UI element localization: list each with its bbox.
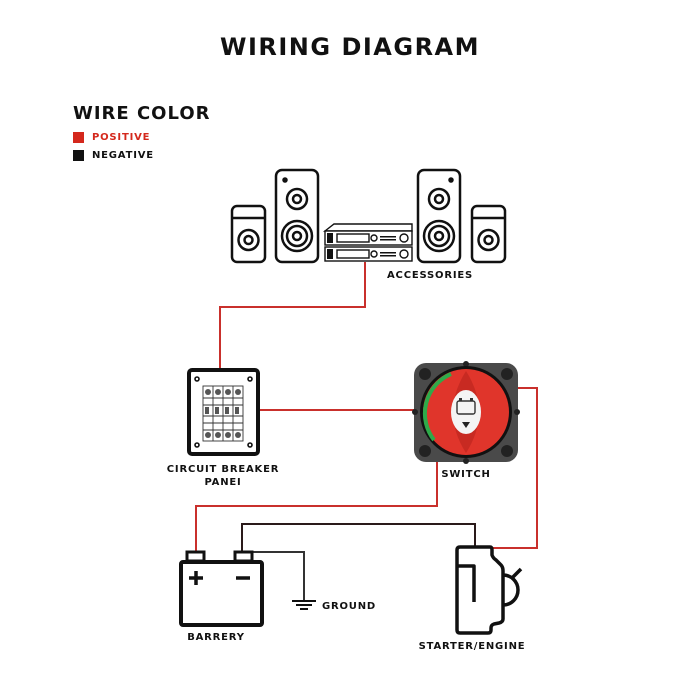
legend-label-positive: POSITIVE xyxy=(92,132,151,143)
amplifier-icon xyxy=(322,223,413,262)
circuit-breaker-panel-icon xyxy=(187,368,260,456)
battery-label: BARRERY xyxy=(187,632,245,643)
wire-accessories-to-panel xyxy=(219,262,366,369)
legend-item-positive: POSITIVE xyxy=(73,132,150,143)
positive-swatch xyxy=(73,132,84,143)
battery-terminal-symbols xyxy=(189,571,250,585)
wire-switch-to-starter xyxy=(493,387,538,549)
speaker-tall-left-icon xyxy=(274,168,320,264)
wire-battery-negative-to-engine xyxy=(241,523,476,552)
legend-label-negative: NEGATIVE xyxy=(92,150,154,161)
wire-battery-negative-to-ground xyxy=(252,551,305,600)
wire-switch-to-battery-positive xyxy=(195,461,438,552)
speaker-small-right-icon xyxy=(470,204,507,264)
legend-item-negative: NEGATIVE xyxy=(73,150,154,161)
battery-icon xyxy=(179,550,264,627)
battery-switch-icon xyxy=(412,361,520,464)
starter-engine-label: STARTER/ENGINE xyxy=(418,641,526,652)
ground-label: GROUND xyxy=(322,601,376,612)
switch-label: SWITCH xyxy=(441,469,491,480)
negative-swatch xyxy=(73,150,84,161)
breaker-panel-label-line2: PANEI xyxy=(204,477,242,488)
accessories-label: ACCESSORIES xyxy=(387,270,473,281)
speaker-tall-right-icon xyxy=(416,168,462,264)
legend-title: WIRE COLOR xyxy=(73,103,211,124)
starter-engine-icon xyxy=(455,545,523,635)
speaker-small-left-icon xyxy=(230,204,267,264)
breaker-panel-label-line1: CIRCUIT BREAKER xyxy=(166,464,280,475)
ground-icon xyxy=(292,600,316,610)
page-title: WIRING DIAGRAM xyxy=(219,33,480,61)
